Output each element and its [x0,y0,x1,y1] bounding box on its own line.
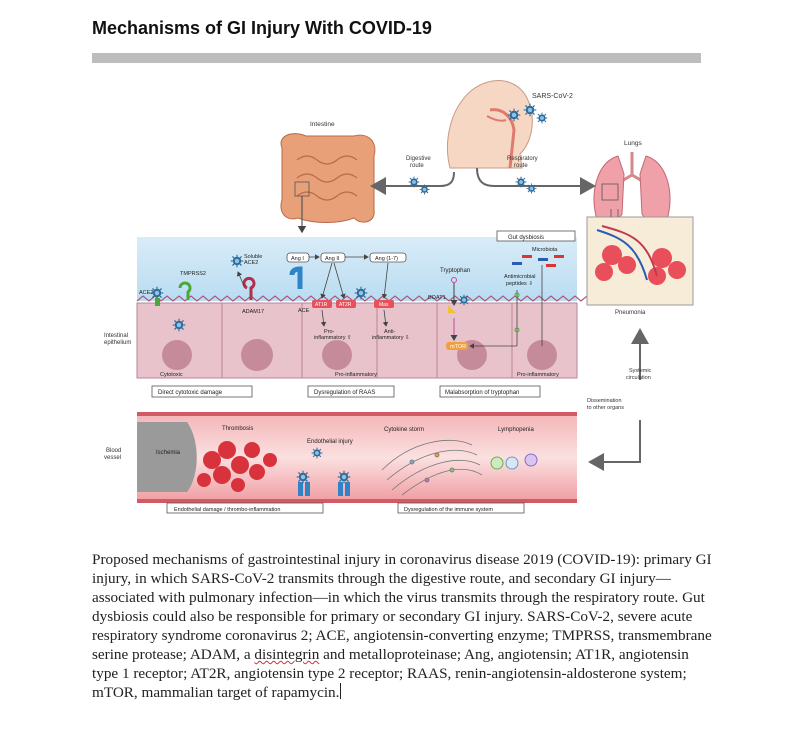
diagram-canvas: SARS-CoV-2 Intestine Lungs Digestive rou… [92,50,701,530]
lymphopenia-label: Lymphopenia [498,427,534,433]
microbiota-label: Microbiota [532,247,558,253]
virus-label: SARS-CoV-2 [532,93,573,100]
ischemia-region [137,422,197,492]
direct-cytotoxic-label: Direct cytotoxic damage [158,390,223,396]
boat1-label: BOAT1 [428,295,446,301]
mas-label: Mas [379,302,389,308]
dissemination-label: Dissemination to other organs [587,398,624,411]
ace2-receptor [155,298,160,306]
text-cursor [340,683,341,699]
transmission-routes [374,168,592,186]
caption-flagged-word: disintegrin [254,646,319,663]
digestive-route-label: Digestive route [406,156,432,169]
antimicrobial-label: Antimicrobial peptides ⇩ [504,274,537,287]
virus-icon [355,287,368,300]
intestine-illustration [281,134,375,223]
virus-icon [338,471,351,484]
ischemia-label: Ischemia [156,450,181,456]
endothelial-injury-label: Endothelial injury [307,439,353,445]
ang2-label: Ang II [325,256,340,262]
mtor-label: mTOR [450,344,466,350]
lungs-illustration [594,152,670,223]
virus-icon [524,104,537,117]
virus-icon [508,109,521,122]
virus-icon [420,185,430,195]
figure-caption[interactable]: Proposed mechanisms of gastrointestinal … [92,550,712,702]
tryptophan-box-label: Malabsorption of tryptophan [445,390,519,396]
pro-inflammatory-trp-label: Pro-inflammatory [517,372,559,378]
endothelial-damage-label: Endothelial damage / thrombo-inflammatio… [174,507,280,513]
ace-label: ACE [298,308,310,314]
pro-inflammatory-raas-label: Pro-inflammatory [335,372,377,378]
virus-icon [312,448,323,459]
virus-icon [527,184,537,194]
lungs-label: Lungs [624,140,642,147]
virus-icon [151,287,164,300]
at1r-label: AT1R [315,302,328,308]
ang17-label: Ang (1-7) [375,256,398,262]
figure-header-bar [92,53,701,63]
cytotoxic-label: Cytotoxic [160,372,183,378]
virus-icon [537,113,548,124]
ang1-label: Ang I [291,256,304,262]
virus-icon [516,177,527,188]
head-illustration [448,81,533,168]
tryptophan-label: Tryptophan [440,268,470,274]
blood-vessel-label: Blood vessel [104,448,123,461]
pneumonia-label: Pneumonia [615,310,646,316]
page-title: Mechanisms of GI Injury With COVID-19 [92,18,432,39]
systemic-circulation-label: Systemic circulation [626,368,653,381]
epithelial-cells [137,303,577,378]
figure-diagram: SARS-CoV-2 Intestine Lungs Digestive rou… [92,50,701,530]
virus-icon [459,295,470,306]
cytokine-storm-label: Cytokine storm [384,427,424,433]
raas-box-label: Dysregulation of RAAS [314,390,375,396]
at2r-label: AT2R [339,302,352,308]
virus-icon [297,471,310,484]
intestine-label: Intestine [310,121,335,128]
virus-icon [231,255,244,268]
tmprss2-label: TMPRSS2 [180,271,206,277]
virus-icon [409,177,420,188]
intestinal-lumen [137,237,577,301]
virus-icon [173,319,186,332]
adam17-label: ADAM17 [242,309,264,315]
thrombosis-label: Thrombosis [222,426,253,432]
intestinal-epithelium-label: Intestinal epithelium [104,333,131,346]
gut-dysbiosis-label: Gut dysbiosis [508,235,544,241]
immune-dysregulation-label: Dysregulation of the immune system [404,507,493,513]
